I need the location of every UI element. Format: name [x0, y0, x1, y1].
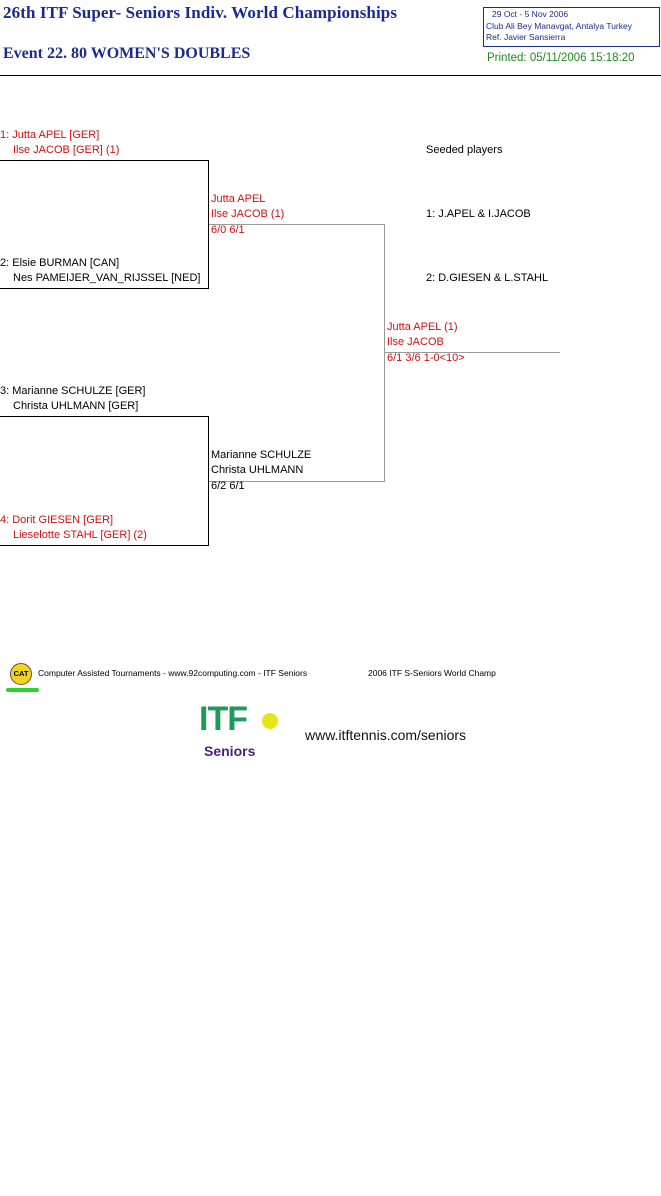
printed-timestamp: Printed: 05/11/2006 15:18:20 — [487, 52, 635, 64]
r2-winner-1-line2: Ilse JACOB (1) — [211, 208, 285, 220]
r1-entry-1-line2: Ilse JACOB [GER] (1) — [13, 144, 120, 156]
final-winner-line1: Jutta APEL (1) — [387, 321, 458, 333]
r2-line-1 — [209, 224, 385, 225]
final-line — [385, 352, 560, 353]
r1-line-2 — [0, 288, 209, 289]
r1-entry-2-line2: Nes PAMEIJER_VAN_RIJSSEL [NED] — [13, 272, 201, 284]
cat-underline — [6, 688, 39, 692]
r1-bracket-bottom — [208, 416, 209, 546]
r2-winner-1-line1: Jutta APEL — [211, 193, 266, 205]
r1-line-4 — [0, 545, 209, 546]
footer-credit: Computer Assisted Tournaments - www.92co… — [38, 668, 308, 678]
cat-logo-label: CAT — [13, 669, 29, 678]
r2-line-2 — [209, 481, 385, 482]
r1-bracket-top — [208, 160, 209, 289]
r1-entry-4-line1: 4: Dorit GIESEN [GER] — [0, 514, 114, 526]
seed-1: 1: J.APEL & I.JACOB — [426, 208, 531, 220]
r1-entry-3-line1: 3: Marianne SCHULZE [GER] — [0, 385, 146, 397]
tournament-info-box: 29 Oct - 5 Nov 2006 Club Ali Bey Manavga… — [483, 7, 660, 47]
header-divider — [0, 75, 661, 76]
r2-winner-2-line2: Christa UHLMANN — [211, 464, 304, 476]
itf-seniors-url[interactable]: www.itftennis.com/seniors — [305, 727, 467, 743]
r1-entry-2-line1: 2: Elsie BURMAN [CAN] — [0, 257, 120, 269]
r1-entry-4-line2: Lieselotte STAHL [GER] (2) — [13, 529, 147, 541]
itf-seniors-logo-text: Seniors — [204, 743, 256, 759]
event-title: Event 22. 80 WOMEN'S DOUBLES — [3, 45, 251, 62]
final-score: 6/1 3/6 1-0<10> — [387, 352, 465, 364]
r2-bracket — [384, 224, 385, 482]
cat-logo-icon: CAT — [10, 663, 32, 685]
itf-logo-text: ITF — [199, 700, 248, 738]
r1-line-1 — [0, 160, 209, 161]
r1-entry-3-line2: Christa UHLMANN [GER] — [13, 400, 139, 412]
info-venue: Club Ali Bey Manavgat, Antalya Turkey — [486, 20, 632, 31]
final-winner-line2: Ilse JACOB — [387, 336, 444, 348]
r2-score-1: 6/0 6/1 — [211, 224, 245, 236]
r2-winner-2-line1: Marianne SCHULZE — [211, 449, 312, 461]
r1-line-3 — [0, 416, 209, 417]
footer-champ: 2006 ITF S-Seniors World Champ — [368, 668, 496, 678]
seed-2: 2: D.GIESEN & L.STAHL — [426, 272, 549, 284]
info-referee: Ref. Javier Sansierra — [486, 32, 566, 42]
tennis-ball-icon — [262, 713, 278, 729]
r1-entry-1-line1: 1: Jutta APEL [GER] — [0, 129, 100, 141]
info-dates: 29 Oct - 5 Nov 2006 — [492, 9, 569, 19]
r2-score-2: 6/2 6/1 — [211, 480, 245, 492]
tournament-title: 26th ITF Super- Seniors Indiv. World Cha… — [3, 3, 398, 22]
seeds-heading: Seeded players — [426, 144, 503, 156]
